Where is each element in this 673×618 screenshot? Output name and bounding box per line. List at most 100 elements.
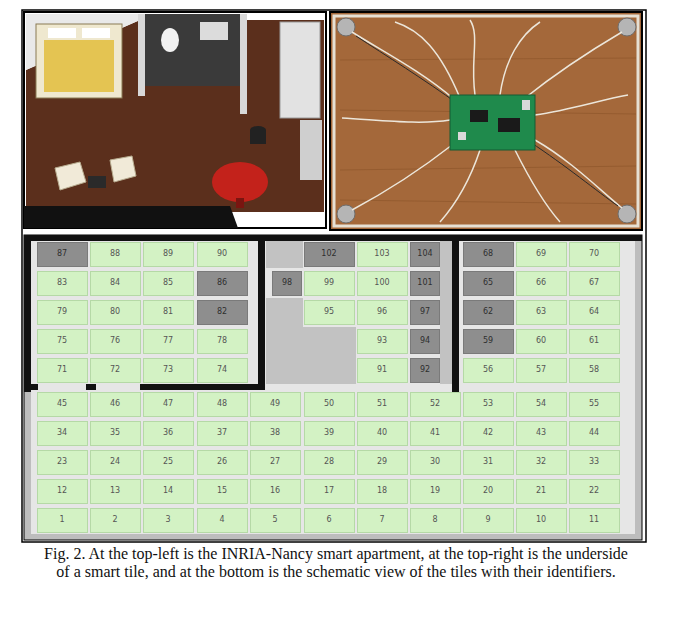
empty-area [266, 241, 303, 268]
tile-id: 13 [110, 487, 120, 495]
tile-id: 88 [110, 250, 120, 258]
floor-tile: 68 [463, 242, 514, 267]
tile-id: 49 [270, 400, 280, 408]
wall [258, 235, 265, 389]
tile-id: 7 [379, 516, 384, 524]
floor-tile: 93 [357, 329, 408, 354]
tile-id: 30 [430, 458, 440, 466]
wall [86, 384, 96, 390]
wire [535, 140, 622, 208]
tile-edge [334, 16, 638, 226]
floor-tile: 95 [304, 300, 355, 325]
tile-id: 52 [430, 400, 440, 408]
floor-tile: 86 [197, 271, 248, 296]
tile-id: 41 [430, 429, 440, 437]
tile-id: 15 [217, 487, 227, 495]
tile-id: 62 [483, 308, 493, 316]
tile-id: 70 [589, 250, 599, 258]
tile-id: 48 [217, 400, 227, 408]
tile-id: 93 [377, 337, 387, 345]
floor-tile: 45 [37, 392, 88, 417]
tile-id: 34 [57, 429, 67, 437]
floor-tile: 47 [143, 392, 194, 417]
tile-id: 20 [483, 487, 493, 495]
tile-id: 25 [163, 458, 173, 466]
wire [500, 22, 540, 95]
wall [24, 384, 38, 390]
table-leg [236, 198, 244, 208]
stool [250, 130, 266, 144]
floor-tile: 16 [250, 479, 301, 504]
wood-floor [26, 20, 324, 212]
tile-id: 67 [589, 279, 599, 287]
tile-id: 11 [589, 516, 599, 524]
floor-tile: 89 [143, 242, 194, 267]
floor-tile: 84 [90, 271, 141, 296]
floor-tile: 78 [197, 329, 248, 354]
floor-tile: 56 [463, 358, 514, 383]
floor-tile: 87 [37, 242, 88, 267]
floor-tile: 29 [357, 450, 408, 475]
wire [352, 32, 455, 100]
wire [395, 22, 460, 98]
floor-tile: 4 [197, 508, 248, 533]
tile-id: 95 [324, 308, 334, 316]
tile-id: 53 [483, 400, 493, 408]
floor-tile: 18 [357, 479, 408, 504]
floor-tile: 59 [463, 329, 514, 354]
toilet [161, 28, 179, 52]
floor-tile: 33 [569, 450, 620, 475]
wire [352, 145, 452, 210]
smart-tile-photo [330, 12, 642, 230]
wire [530, 142, 618, 206]
floor-tile: 23 [37, 450, 88, 475]
tile-id: 27 [270, 458, 280, 466]
tile-id: 84 [110, 279, 120, 287]
floor-tile: 32 [516, 450, 567, 475]
floor-tile: 90 [197, 242, 248, 267]
floor-tile: 97 [410, 300, 440, 325]
tile-id: 31 [483, 458, 493, 466]
tile-id: 99 [324, 279, 334, 287]
bathroom [145, 14, 240, 86]
floor-tile: 104 [410, 242, 440, 267]
tile-id: 22 [589, 487, 599, 495]
floor-tile: 81 [143, 300, 194, 325]
tile-id: 91 [377, 366, 387, 374]
floor-tile: 42 [463, 421, 514, 446]
empty-area [440, 241, 452, 384]
floor-tile: 75 [37, 329, 88, 354]
figure-frame [22, 10, 646, 542]
floor-tile: 7 [357, 508, 408, 533]
floor-tile: 41 [410, 421, 461, 446]
wire [342, 118, 450, 122]
tile-id: 68 [483, 250, 493, 258]
tile-id: 98 [282, 279, 292, 287]
tile-id: 64 [589, 308, 599, 316]
coffee-table [88, 176, 106, 188]
tile-id: 60 [536, 337, 546, 345]
floor-tile: 61 [569, 329, 620, 354]
floor-tile: 54 [516, 392, 567, 417]
tile-id: 37 [217, 429, 227, 437]
floor-tile: 27 [250, 450, 301, 475]
tile-id: 79 [57, 308, 67, 316]
tile-id: 63 [536, 308, 546, 316]
tile-id: 90 [217, 250, 227, 258]
tile-id: 10 [536, 516, 546, 524]
tile-id: 89 [163, 250, 173, 258]
tile-id: 75 [57, 337, 67, 345]
floor-tile: 52 [410, 392, 461, 417]
tile-id: 101 [417, 279, 432, 287]
tile-id: 97 [420, 308, 430, 316]
floor-tile: 53 [463, 392, 514, 417]
tile-id: 69 [536, 250, 546, 258]
tile-id: 29 [377, 458, 387, 466]
tile-id: 32 [536, 458, 546, 466]
circuit-board [450, 95, 535, 150]
floor-tile: 40 [357, 421, 408, 446]
floor-tile: 48 [197, 392, 248, 417]
tile-id: 94 [420, 337, 430, 345]
floor-tile: 57 [516, 358, 567, 383]
floor-tile: 85 [143, 271, 194, 296]
